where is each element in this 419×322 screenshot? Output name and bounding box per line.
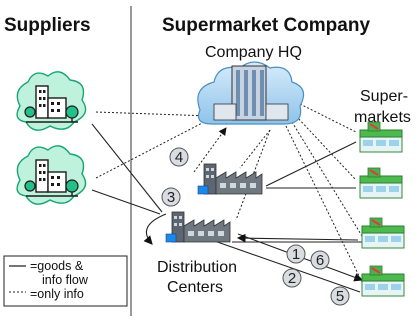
step-marker-1: 1 [286,244,306,264]
distribution-center-icon-1 [197,163,263,195]
company-hq-label: Company HQ [205,44,302,61]
svg-text:3: 3 [167,189,175,206]
supplier-icon-2 [16,145,87,205]
distribution-label-line2: Centers [167,279,223,296]
distribution-center-icon-2 [165,211,231,243]
distribution-label-line1: Distribution [157,259,237,276]
svg-text:6: 6 [316,252,324,269]
supermarkets-label-line2: markets [354,109,411,126]
step-marker-2: 2 [282,268,302,288]
svg-text:5: 5 [336,288,344,305]
info-only-links [95,103,363,283]
supermarkets-label-line1: Super- [360,88,408,105]
legend-goods-line2: info flow [42,273,89,287]
svg-text:2: 2 [288,270,296,287]
step-marker-3: 3 [161,187,181,207]
step-marker-5: 5 [330,286,350,306]
legend-goods-line1: =goods & [30,259,84,273]
supermarket-icon-3 [361,217,405,249]
suppliers-heading: Suppliers [4,15,91,36]
step-marker-6: 6 [310,250,330,270]
supermarket-icon-4 [361,265,405,297]
svg-text:1: 1 [292,246,300,263]
company-hq-icon [197,61,305,125]
supplier-icon-1 [16,71,87,131]
legend-info-line: =only info [30,287,84,301]
supermarket-icon-1 [359,121,403,153]
company-heading: Supermarket Company [162,15,370,36]
svg-text:4: 4 [175,149,183,166]
supermarket-icon-2 [359,167,403,199]
goods-info-links [91,123,364,293]
legend: =goods & info flow =only info [3,255,128,307]
step-marker-4: 4 [169,147,189,167]
